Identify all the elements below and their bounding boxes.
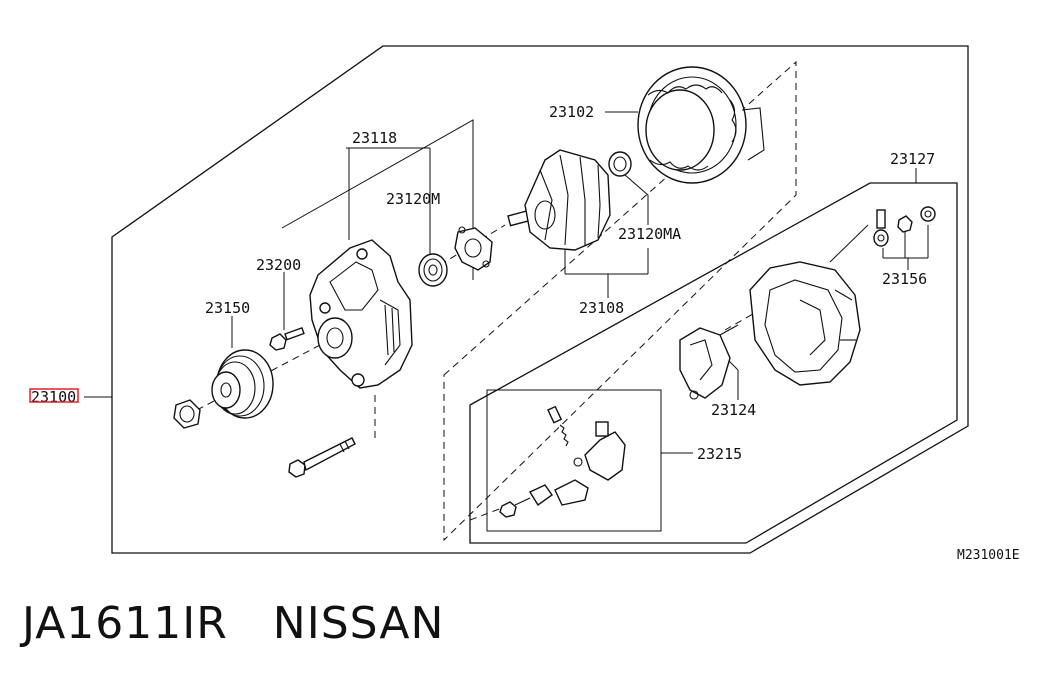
label-regulator[interactable]: 23124 [711,401,756,419]
brand-name: NISSAN [272,598,445,649]
label-bearing-rear[interactable]: 23120MA [618,225,681,243]
through-bolt-part [288,437,356,478]
label-bracket[interactable]: 23118 [352,129,397,147]
label-bearing-front[interactable]: 23120M [386,190,440,208]
part-number: JA1611IR [22,598,228,649]
brush-holder-parts [499,405,626,518]
label-pulley[interactable]: 23150 [205,299,250,317]
label-stator[interactable]: 23102 [549,103,594,121]
terminal-parts [873,206,936,247]
label-assembly[interactable]: 23100 [31,388,76,406]
label-terminal-set[interactable]: 23156 [882,270,927,288]
regulator-part [679,324,739,400]
assembly-highlight-box [29,388,79,403]
rear-cover-part [749,261,861,386]
rear-cover-frame [469,182,958,544]
figure-code: M231001E [957,548,1020,563]
brush-holder-box [486,389,662,532]
stator-part [637,66,765,184]
rear-bearing-part [608,151,632,177]
front-bearing-part [418,253,448,287]
small-bolt-part [269,326,305,351]
rotor-part [507,149,611,251]
front-group-frame [281,119,474,280]
label-rotor[interactable]: 23108 [579,299,624,317]
retainer-plate-part [454,226,493,271]
pulley-nut-part [173,399,201,429]
pulley-part [211,349,274,419]
leader-lines [84,111,929,454]
caption: JA1611IR NISSAN [22,598,444,649]
front-bracket-part [309,239,413,389]
assembly-frame [111,45,969,554]
label-rear-cover[interactable]: 23127 [890,150,935,168]
label-through-bolt[interactable]: 23200 [256,256,301,274]
label-brush-holder[interactable]: 23215 [697,445,742,463]
